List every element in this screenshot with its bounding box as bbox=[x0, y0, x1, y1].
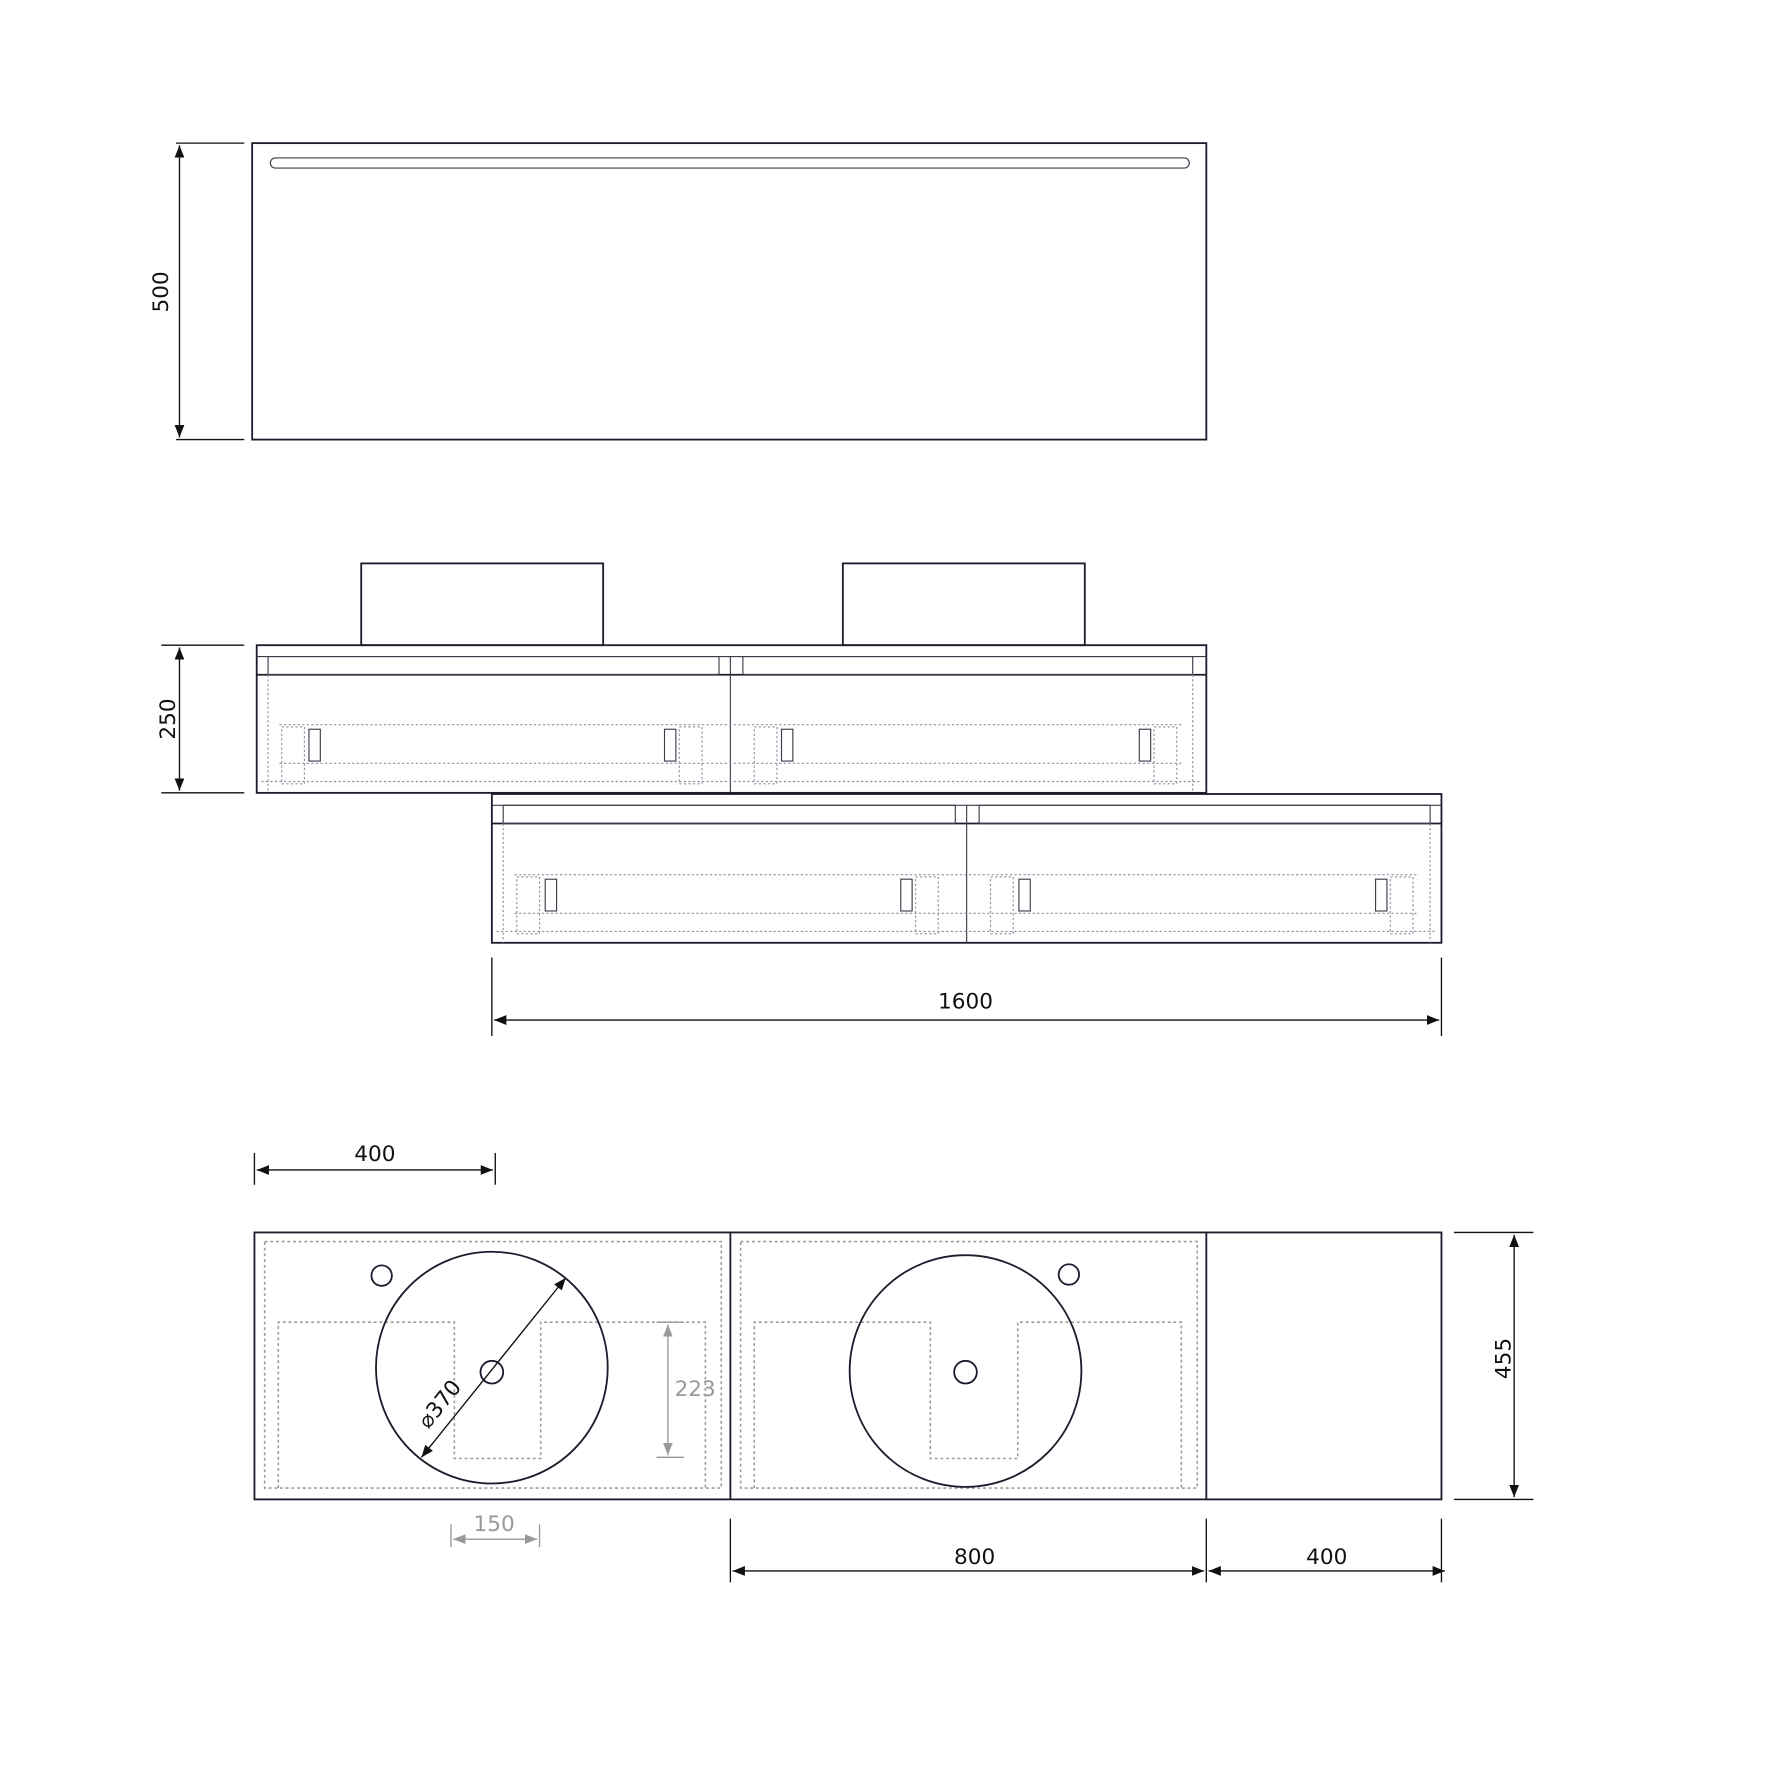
dimension-sink-diameter: ⌀370 bbox=[413, 1277, 567, 1458]
basin-left bbox=[375, 1250, 609, 1485]
drain-right bbox=[953, 1359, 978, 1385]
tap-hole-left bbox=[370, 1264, 393, 1287]
sink-basin-left bbox=[360, 562, 605, 647]
label-150: 150 bbox=[474, 1512, 515, 1537]
label-455: 455 bbox=[1492, 1338, 1517, 1379]
dimension-cabinet-height: 250 bbox=[156, 644, 245, 794]
label-500: 500 bbox=[149, 271, 174, 312]
basin-right bbox=[848, 1254, 1083, 1488]
plan-view bbox=[253, 1231, 1443, 1501]
tap-hole-right bbox=[1057, 1263, 1081, 1286]
dimension-left-offset: 400 bbox=[253, 1142, 496, 1185]
dimension-depth: 455 bbox=[1453, 1231, 1534, 1501]
dimension-mirror-height: 500 bbox=[149, 142, 245, 441]
dimension-drain-depth: 223 bbox=[656, 1321, 716, 1459]
lower-cabinet bbox=[490, 793, 1443, 944]
label-223: 223 bbox=[675, 1377, 716, 1402]
label-800: 800 bbox=[954, 1545, 995, 1570]
dimension-drain-width: 150 bbox=[450, 1512, 541, 1548]
sink-basin-right bbox=[841, 562, 1086, 647]
upper-cabinet bbox=[255, 644, 1208, 794]
dimension-cabinet-width: 800 400 bbox=[729, 1518, 1445, 1583]
label-250: 250 bbox=[156, 698, 181, 739]
label-400-bottom: 400 bbox=[1306, 1545, 1347, 1570]
label-1600: 1600 bbox=[938, 990, 993, 1015]
svg-text:⌀370: ⌀370 bbox=[413, 1376, 467, 1434]
mirror-front-view bbox=[251, 142, 1208, 441]
front-elevation bbox=[255, 562, 1443, 944]
dimension-total-width: 1600 bbox=[491, 957, 1443, 1036]
label-400-top: 400 bbox=[354, 1142, 395, 1167]
mirror-light-strip bbox=[269, 157, 1190, 169]
